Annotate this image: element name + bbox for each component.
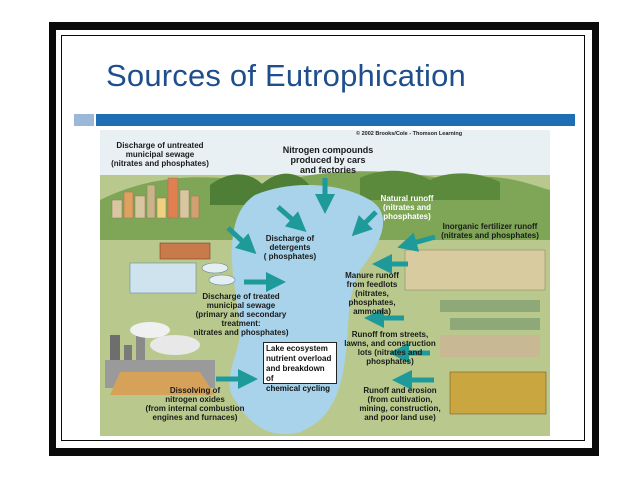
label-nitrogen-oxides: Dissolving of nitrogen oxides (from inte… [145, 386, 245, 422]
label-nitrogen-compounds: Nitrogen compounds produced by cars and … [282, 145, 374, 175]
flow-arrows [216, 178, 436, 390]
treatment-tank-2 [208, 274, 236, 286]
city [111, 177, 200, 219]
title-accent-bar [96, 114, 575, 126]
cultivated-field [449, 371, 547, 415]
title-accent-bar-light [74, 114, 94, 126]
label-detergents: Discharge of detergents ( phosphates) [263, 234, 317, 261]
label-lake-ecosystem: Lake ecosystem nutrient overload and bre… [263, 342, 337, 393]
treatment-building [159, 242, 211, 260]
treatment-tank-1 [201, 262, 229, 274]
label-inorganic-fertilizer: Inorganic fertilizer runoff (nitrates an… [441, 222, 539, 240]
sky [100, 130, 550, 175]
houses [440, 335, 540, 357]
label-runoff-erosion: Runoff and erosion (from cultivation, mi… [359, 386, 441, 422]
copyright-notice: © 2002 Brooks/Cole - Thomson Learning [356, 131, 463, 137]
factory [105, 322, 215, 395]
slide-title: Sources of Eutrophication [106, 58, 466, 93]
label-manure-runoff: Manure runoff from feedlots (nitrates, p… [345, 271, 399, 316]
label-street-runoff: Runoff from streets, lawns, and construc… [344, 330, 436, 366]
label-natural-runoff: Natural runoff (nitrates and phosphates) [380, 194, 434, 221]
trees-right [360, 170, 500, 200]
label-untreated-sewage: Discharge of untreated municipal sewage … [111, 141, 209, 168]
farm-field [404, 249, 546, 291]
feedlot [440, 300, 540, 330]
treatment-pool [129, 262, 197, 294]
label-treated-sewage: Discharge of treated municipal sewage (p… [193, 292, 289, 337]
